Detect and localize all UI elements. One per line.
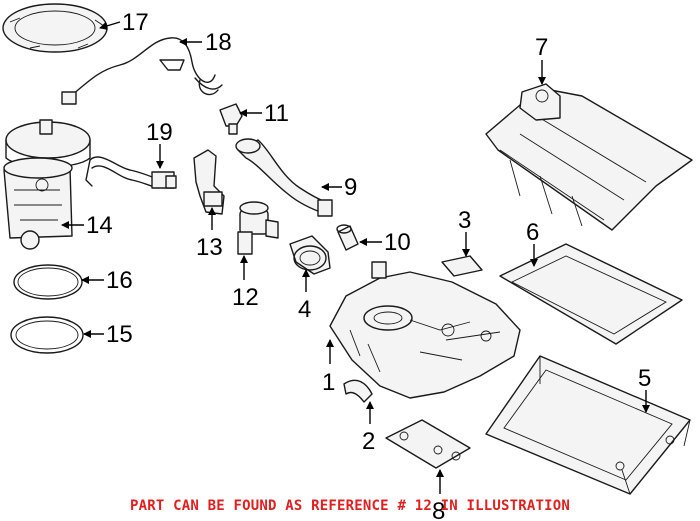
callout-4: 4 xyxy=(298,269,311,323)
part-11-vent-valve[interactable] xyxy=(219,103,243,135)
svg-text:19: 19 xyxy=(146,119,173,146)
callout-12: 12 xyxy=(232,255,259,311)
callout-7: 7 xyxy=(535,34,548,85)
callout-1: 1 xyxy=(322,339,335,396)
svg-text:10: 10 xyxy=(384,229,411,256)
callout-13: 13 xyxy=(196,207,223,261)
svg-text:4: 4 xyxy=(298,296,311,323)
part-8-plate[interactable] xyxy=(385,419,471,469)
part-1-fuel-tank[interactable] xyxy=(329,261,521,399)
callout-8: 8 xyxy=(432,469,445,521)
svg-text:8: 8 xyxy=(432,498,445,521)
part-17-lock-ring[interactable] xyxy=(2,3,108,53)
callout-10: 10 xyxy=(359,229,411,256)
svg-text:6: 6 xyxy=(526,219,539,246)
callout-5: 5 xyxy=(638,365,651,413)
svg-text:7: 7 xyxy=(535,34,548,61)
part-12-purge-valve[interactable] xyxy=(237,201,279,255)
callout-17: 17 xyxy=(99,9,149,36)
part-19-sensor[interactable] xyxy=(85,156,177,189)
part-15-seal[interactable] xyxy=(10,316,84,354)
part-5-frame[interactable] xyxy=(485,355,691,495)
svg-text:15: 15 xyxy=(106,321,133,348)
svg-text:16: 16 xyxy=(106,267,133,294)
svg-text:3: 3 xyxy=(458,207,471,234)
svg-text:1: 1 xyxy=(322,369,335,396)
callout-14: 14 xyxy=(61,212,113,239)
part-13-bracket[interactable] xyxy=(193,149,225,215)
part-7-shield[interactable] xyxy=(485,83,693,231)
callout-15: 15 xyxy=(83,321,133,348)
svg-text:17: 17 xyxy=(122,9,149,36)
part-2-strap[interactable] xyxy=(343,379,373,403)
svg-text:18: 18 xyxy=(205,29,232,56)
callout-9: 9 xyxy=(321,174,357,201)
callout-2: 2 xyxy=(362,401,375,455)
svg-text:13: 13 xyxy=(196,234,223,261)
callout-18: 18 xyxy=(179,29,232,56)
callout-11: 11 xyxy=(239,100,289,127)
part-16-gasket[interactable] xyxy=(13,264,83,300)
callout-6: 6 xyxy=(526,219,539,267)
part-9-hose[interactable] xyxy=(235,138,333,217)
part-4-inlet-adapter[interactable] xyxy=(289,235,331,275)
part-3-pad[interactable] xyxy=(441,255,483,277)
svg-text:14: 14 xyxy=(86,212,113,239)
part-10-tube[interactable] xyxy=(336,224,359,251)
footer-note: PART CAN BE FOUND AS REFERENCE # 12 IN I… xyxy=(129,498,571,514)
part-6-panel[interactable] xyxy=(499,243,683,345)
callout-19: 19 xyxy=(146,119,173,169)
part-14-fuel-pump-module[interactable] xyxy=(3,119,91,250)
callout-3: 3 xyxy=(458,207,471,257)
callout-16: 16 xyxy=(81,267,133,294)
svg-text:2: 2 xyxy=(362,428,375,455)
svg-text:12: 12 xyxy=(232,284,259,311)
part-18-wiring-harness[interactable] xyxy=(61,37,223,105)
svg-text:5: 5 xyxy=(638,365,651,392)
svg-text:9: 9 xyxy=(344,174,357,201)
svg-text:11: 11 xyxy=(264,100,289,127)
